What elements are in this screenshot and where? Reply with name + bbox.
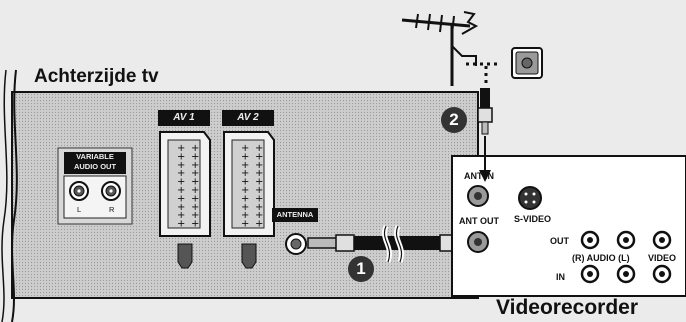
- scart-pin: +: [241, 168, 249, 179]
- scart-pin: +: [177, 160, 185, 171]
- ant-out-label: ANT OUT: [459, 216, 499, 226]
- signal-dotted-line: [466, 62, 500, 86]
- rca-jack-center: [587, 237, 593, 243]
- s-video-label: S-VIDEO: [514, 214, 552, 224]
- vcr-rca-jacks: [580, 230, 672, 284]
- rca-jack-center: [659, 271, 665, 277]
- arrow-down-icon: [479, 136, 491, 182]
- scart-pin: +: [191, 143, 199, 154]
- scart-pin: +: [191, 160, 199, 171]
- scart-pin: +: [177, 151, 185, 162]
- vcr-s-video-jack: [518, 186, 542, 210]
- tv-rear-title: Achterzijde tv: [34, 66, 159, 87]
- rca-jack-center: [659, 237, 665, 243]
- scart-pin: +: [241, 177, 249, 188]
- rca-jack-center: [623, 237, 629, 243]
- variable-audio-out-label: VARIABLE AUDIO OUT: [64, 152, 126, 174]
- scart-pin: +: [255, 160, 263, 171]
- scart-pins: ++++++++++++++++++++++++++++++++++++++++: [177, 143, 263, 230]
- in-label: IN: [556, 272, 565, 282]
- scart-pin: +: [191, 185, 199, 196]
- scart-pin: +: [177, 168, 185, 179]
- scart-socket-icon: [222, 110, 275, 269]
- scart-pin: +: [191, 151, 199, 162]
- scart-pin: +: [255, 143, 263, 154]
- scart-pin: +: [177, 177, 185, 188]
- rca-jack-icon: [69, 181, 89, 201]
- av1-label: AV 1: [158, 111, 210, 125]
- vcr-ant-out-jack: [467, 231, 489, 253]
- scart-pin: +: [177, 202, 185, 213]
- scart-pin: +: [177, 185, 185, 196]
- scart-pin: +: [241, 202, 249, 213]
- scart-pin: +: [191, 219, 199, 230]
- scart-pin: +: [255, 168, 263, 179]
- vcr-title: Videorecorder: [496, 296, 639, 319]
- video-label: VIDEO: [648, 253, 677, 263]
- scart-pin: +: [241, 160, 249, 171]
- audio-l-label: L: [77, 205, 82, 214]
- scart-pin: +: [191, 210, 199, 221]
- rca-jack-icon: [101, 181, 121, 201]
- out-label: OUT: [550, 236, 569, 246]
- scart-pin: +: [241, 210, 249, 221]
- scart-pin: +: [255, 193, 263, 204]
- scart-pin: +: [177, 210, 185, 221]
- scart-pin: +: [255, 177, 263, 188]
- audio-r-label: R: [109, 205, 115, 214]
- rca-jack-center: [623, 271, 629, 277]
- scart-pin: +: [241, 185, 249, 196]
- scart-pin: +: [241, 219, 249, 230]
- scart-pin: +: [177, 219, 185, 230]
- wall-socket-icon: [511, 47, 543, 79]
- scart-pin: +: [255, 210, 263, 221]
- scart-pin: +: [191, 177, 199, 188]
- step-badge-2: 2: [441, 107, 467, 133]
- scart-pin: +: [255, 219, 263, 230]
- vcr-ant-in-jack: [467, 185, 489, 207]
- step-badge-1: 1: [348, 256, 374, 282]
- cable-plug-icon: [477, 88, 493, 135]
- scart-pin: +: [191, 193, 199, 204]
- av2-label: AV 2: [222, 111, 274, 125]
- antenna-label: ANTENNA: [272, 209, 318, 221]
- rca-jack-center: [587, 271, 593, 277]
- scart-pin: +: [177, 143, 185, 154]
- antenna-icon: [401, 11, 479, 86]
- scart-pin: +: [255, 202, 263, 213]
- vcr-back-panel: [451, 155, 686, 297]
- scart-pin: +: [255, 185, 263, 196]
- scart-pin: +: [241, 143, 249, 154]
- scart-pin: +: [241, 193, 249, 204]
- scart-pin: +: [191, 202, 199, 213]
- scart-pin: +: [177, 193, 185, 204]
- scart-pin: +: [191, 168, 199, 179]
- scart-pin: +: [241, 151, 249, 162]
- scart-pin: +: [255, 151, 263, 162]
- audio-label: (R) AUDIO (L): [572, 253, 630, 263]
- ant-in-label: ANT IN: [464, 171, 494, 181]
